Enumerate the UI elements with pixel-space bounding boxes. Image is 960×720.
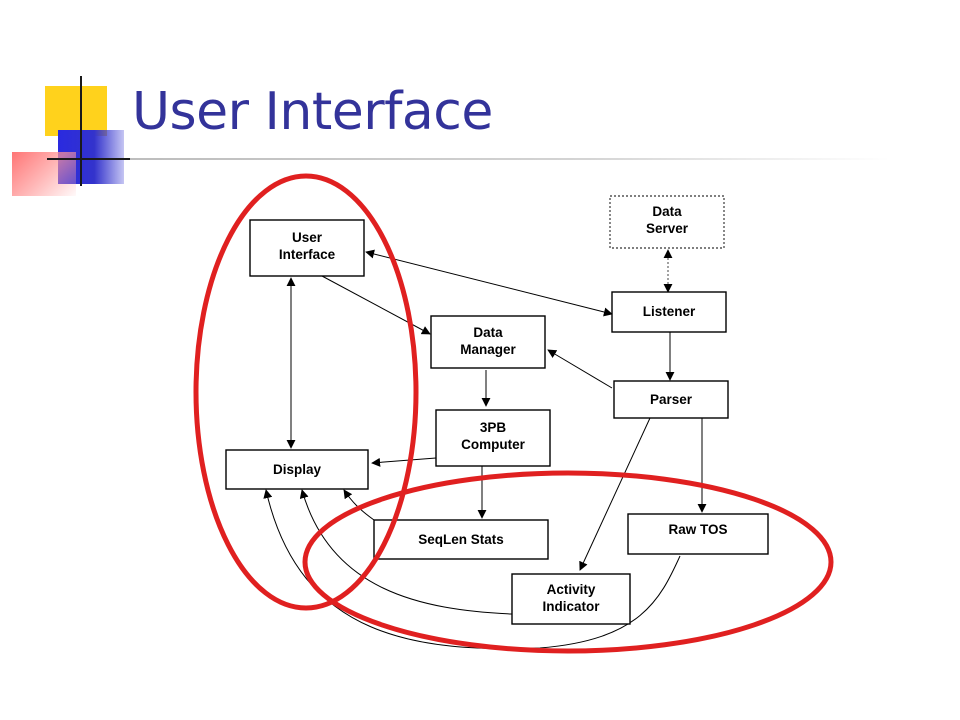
node-label: 3PB [480,420,507,435]
decor-yellow-square [45,86,107,136]
edge-ui-datamanager [321,275,431,335]
node-label: Computer [461,437,525,452]
edge-parser-activity [579,417,651,571]
node-label: Server [646,221,689,236]
edge-ui-listener [365,249,613,317]
node-user-interface: User Interface [249,219,365,277]
node-listener: Listener [611,291,727,333]
highlight-ellipse-bottom [302,470,834,654]
node-raw-tos: Raw TOS [627,513,769,555]
node-label: Data [473,325,503,340]
node-3pb-computer: 3PB Computer [435,409,551,467]
node-data-server: Data Server [609,195,725,249]
edge-parser-datamanager [547,349,613,389]
edge-seqlen-display [343,489,375,521]
highlight-ellipse-left [193,173,419,611]
edge-rawtos-display [263,489,681,650]
node-data-manager: Data Manager [430,315,546,369]
node-activity-indicator: Activity Indicator [511,573,631,625]
node-label: Parser [650,392,693,407]
node-label: Manager [460,342,516,357]
edge-activity-display [299,489,513,615]
node-label: Listener [643,304,696,319]
node-label: SeqLen Stats [418,532,504,547]
node-parser: Parser [613,380,729,419]
page-title: User Interface [132,82,493,142]
decor-vertical-line [80,76,82,186]
node-label: Indicator [542,599,600,614]
decor-horizontal-line [47,158,135,160]
node-display: Display [225,449,369,490]
title-underline [130,158,890,160]
node-label: Interface [279,247,336,262]
node-label: User [292,230,323,245]
node-seqlen-stats: SeqLen Stats [373,519,549,560]
node-label: Data [652,204,682,219]
edge-3pb-display [371,457,437,467]
node-label: Display [273,462,322,477]
node-label: Activity [547,582,596,597]
node-label: Raw TOS [668,522,727,537]
